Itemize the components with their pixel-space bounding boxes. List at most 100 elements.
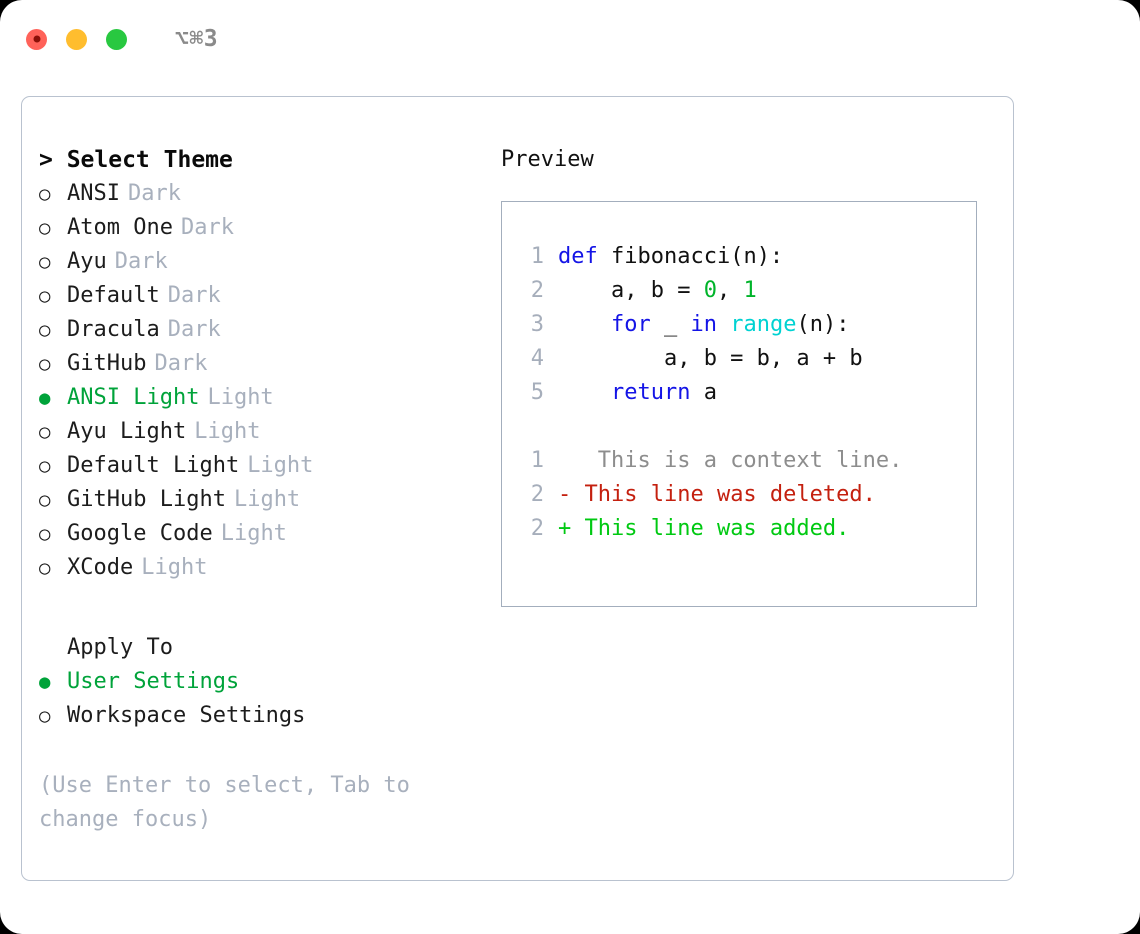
radio-unselected-icon: ○ — [39, 217, 51, 239]
spacer — [39, 585, 487, 631]
diff-sign: - — [558, 482, 572, 507]
code-token: in — [690, 312, 717, 337]
radio-unselected-icon: ○ — [39, 183, 51, 205]
radio-unselected-icon: ○ — [39, 705, 51, 727]
title-bar: ⌥⌘3 — [0, 0, 1140, 78]
theme-list-item[interactable]: ○ Dracula Dark — [39, 313, 487, 347]
theme-list-item[interactable]: ○ GitHub Dark — [39, 347, 487, 381]
apply-to-label: User Settings — [67, 669, 240, 694]
radio-unselected-icon: ○ — [39, 489, 51, 511]
code-line: 4 a, b = b, a + b — [516, 342, 976, 376]
theme-name-label: Atom One — [67, 215, 173, 240]
code-token — [558, 380, 611, 405]
theme-list-item[interactable]: ○ GitHub Light Light — [39, 483, 487, 517]
radio-unselected-icon: ○ — [39, 353, 51, 375]
minimize-button-icon[interactable] — [66, 28, 87, 50]
theme-name-label: GitHub — [67, 351, 147, 376]
code-token — [558, 312, 611, 337]
theme-list-item[interactable]: ○ Atom One Dark — [39, 211, 487, 245]
line-number: 2 — [530, 516, 544, 541]
theme-name-label: Default Light — [67, 453, 240, 478]
radio-selected-icon: ● — [39, 387, 51, 409]
diff-sample: 1 This is a context line. 2- This line wa… — [516, 444, 976, 546]
theme-variant-badge: Dark — [167, 283, 221, 308]
theme-name-label: Google Code — [67, 521, 213, 546]
radio-unselected-icon: ○ — [39, 523, 51, 545]
apply-to-item[interactable]: ○ Workspace Settings — [39, 699, 487, 733]
theme-name-label: GitHub Light — [67, 487, 226, 512]
code-token: 1 — [743, 278, 757, 303]
code-token: (n): — [796, 312, 850, 337]
code-line: 5 return a — [516, 376, 976, 410]
keyboard-shortcut-label: ⌥⌘3 — [175, 26, 219, 52]
theme-name-label: ANSI — [67, 181, 120, 206]
diff-line: 2- This line was deleted. — [516, 478, 976, 512]
code-token: a, b = b, a + b — [558, 346, 863, 371]
line-number: 1 — [530, 448, 544, 473]
line-number: 5 — [530, 380, 544, 405]
code-diff-spacer — [516, 410, 976, 444]
code-text: for _ in range(n): — [558, 308, 849, 342]
code-text: return a — [558, 376, 717, 410]
diff-line: 2 + This line was added. — [516, 512, 976, 546]
code-text: a, b = 0, 1 — [558, 274, 757, 308]
radio-unselected-icon: ○ — [39, 421, 51, 443]
diff-sign: + — [558, 516, 572, 541]
theme-list-item[interactable]: ● ANSI Light Light — [39, 381, 487, 415]
theme-variant-badge: Dark — [154, 351, 208, 376]
code-text: a, b = b, a + b — [558, 342, 863, 376]
apply-to-item[interactable]: ● User Settings — [39, 665, 487, 699]
maximize-button-icon[interactable] — [106, 28, 127, 50]
radio-unselected-icon: ○ — [39, 319, 51, 341]
line-number: 2 — [530, 482, 544, 507]
theme-name-label: Default — [67, 283, 160, 308]
diff-text: This line was added. — [571, 516, 850, 541]
apply-to-label: Workspace Settings — [67, 703, 306, 728]
close-button-icon[interactable] — [26, 28, 47, 50]
theme-name-label: ANSI Light — [67, 385, 200, 410]
line-number: 2 — [530, 278, 544, 303]
code-token: range — [730, 312, 797, 337]
code-token: a — [690, 380, 717, 405]
radio-selected-icon: ● — [39, 671, 51, 693]
line-number: 4 — [530, 346, 544, 371]
theme-list-item[interactable]: ○ XCode Light — [39, 551, 487, 585]
theme-variant-badge: Light — [207, 385, 274, 410]
code-token: , — [716, 278, 744, 303]
theme-variant-badge: Dark — [180, 215, 234, 240]
apply-to-list: ● User Settings ○ Workspace Settings — [39, 665, 487, 733]
theme-name-label: Dracula — [67, 317, 160, 342]
code-token: 0 — [703, 278, 717, 303]
code-line: 2 a, b = 0, 1 — [516, 274, 976, 308]
keyboard-hint-text: (Use Enter to select, Tab to change focu… — [39, 773, 424, 832]
theme-variant-badge: Light — [233, 487, 301, 512]
radio-unselected-icon: ○ — [39, 557, 51, 579]
radio-unselected-icon: ○ — [39, 455, 51, 477]
diff-text: This is a context line. — [571, 448, 903, 473]
apply-to-header: Apply To — [67, 635, 173, 660]
theme-variant-badge: Light — [141, 555, 208, 580]
code-token: return — [610, 380, 691, 405]
theme-name-label: XCode — [67, 555, 134, 580]
theme-variant-badge: Dark — [167, 317, 221, 342]
code-text: def fibonacci(n): — [558, 240, 783, 274]
diff-sign — [558, 444, 571, 478]
code-token — [717, 312, 730, 337]
code-token: def — [558, 244, 598, 269]
code-token: _ — [650, 312, 691, 337]
code-token: fibonacci(n): — [597, 244, 784, 269]
